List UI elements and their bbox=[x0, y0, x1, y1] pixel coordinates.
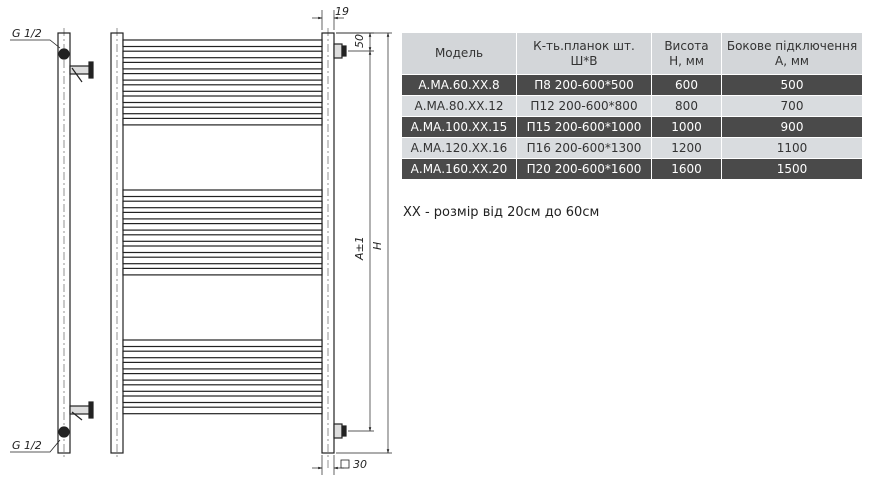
crossbar bbox=[122, 50, 323, 59]
header-height: Висота Н, мм bbox=[651, 32, 722, 75]
thread-label-top: G 1/2 bbox=[12, 27, 42, 40]
cell-side: 500 bbox=[721, 74, 863, 96]
front-view bbox=[110, 32, 347, 454]
crossbar bbox=[122, 361, 323, 370]
cell-model: А.МА.60.ХХ.8 bbox=[401, 74, 517, 96]
side-connection-top bbox=[333, 43, 343, 59]
cell-model: А.МА.80.ХХ.12 bbox=[401, 95, 517, 117]
size-note: ХХ - розмір від 20см до 60см bbox=[403, 205, 600, 220]
dim-height-label: H bbox=[371, 242, 384, 250]
table-row: А.МА.120.ХХ.16 П16 200-600*1300 1200 110… bbox=[401, 137, 863, 159]
cell-bars: П20 200-600*1600 bbox=[516, 158, 652, 180]
cell-model: А.МА.160.ХХ.20 bbox=[401, 158, 517, 180]
dim-axis-label: A±1 bbox=[353, 236, 366, 261]
crossbar bbox=[122, 384, 323, 392]
crossbar bbox=[122, 200, 323, 209]
table-row: А.МА.100.ХХ.15 П15 200-600*1000 1000 900 bbox=[401, 116, 863, 138]
crossbar bbox=[122, 106, 323, 115]
crossbar bbox=[122, 95, 323, 104]
top-connection-fitting bbox=[58, 48, 70, 60]
cell-height: 1200 bbox=[651, 137, 722, 159]
cell-height: 1000 bbox=[651, 116, 722, 138]
crossbar bbox=[122, 256, 323, 265]
crossbar bbox=[122, 211, 323, 220]
cell-side: 700 bbox=[721, 95, 863, 117]
cell-bars: П15 200-600*1000 bbox=[516, 116, 652, 138]
table-header-row: Модель К-ть.планок шт. Ш*В Висота Н, мм … bbox=[401, 32, 863, 75]
crossbar bbox=[122, 339, 323, 348]
crossbar bbox=[122, 189, 323, 198]
crossbar bbox=[122, 61, 323, 70]
crossbar bbox=[122, 117, 323, 126]
cell-bars: П16 200-600*1300 bbox=[516, 137, 652, 159]
cell-bars: П8 200-600*500 bbox=[516, 74, 652, 96]
cell-height: 1600 bbox=[651, 158, 722, 180]
cell-side: 1100 bbox=[721, 137, 863, 159]
dim-depth-label: 19 bbox=[335, 5, 349, 18]
header-side-connection: Бокове підключення А, мм bbox=[721, 32, 863, 75]
crossbar bbox=[122, 406, 323, 415]
crossbar bbox=[122, 267, 323, 276]
crossbar bbox=[122, 234, 323, 242]
dim-top-offset-label: 50 bbox=[353, 34, 366, 48]
crossbar bbox=[122, 245, 323, 254]
specification-table: Модель К-ть.планок шт. Ш*В Висота Н, мм … bbox=[401, 32, 863, 180]
cell-model: А.МА.120.ХХ.16 bbox=[401, 137, 517, 159]
crossbars bbox=[122, 39, 323, 415]
dim-square-label: 30 bbox=[353, 458, 367, 471]
side-connection-bottom bbox=[333, 423, 343, 439]
table-row: А.МА.160.ХХ.20 П20 200-600*1600 1600 150… bbox=[401, 158, 863, 180]
thread-label-bottom: G 1/2 bbox=[12, 439, 42, 452]
cell-side: 1500 bbox=[721, 158, 863, 180]
bottom-connection-fitting bbox=[58, 426, 70, 438]
towel-rail-drawing: G 1/2 G 1/2 19 50 A±1 bbox=[10, 5, 392, 475]
header-model: Модель bbox=[401, 32, 517, 75]
table-row: А.МА.60.ХХ.8 П8 200-600*500 600 500 bbox=[401, 74, 863, 96]
crossbar bbox=[122, 373, 323, 381]
crossbar bbox=[122, 223, 323, 231]
dimension-lines bbox=[312, 10, 392, 475]
table-row: А.МА.80.ХХ.12 П12 200-600*800 800 700 bbox=[401, 95, 863, 117]
crossbar bbox=[122, 395, 323, 404]
cell-height: 600 bbox=[651, 74, 722, 96]
crossbar bbox=[122, 72, 323, 81]
cell-side: 900 bbox=[721, 116, 863, 138]
crossbar bbox=[122, 84, 323, 92]
cell-model: А.МА.100.ХХ.15 bbox=[401, 116, 517, 138]
cell-bars: П12 200-600*800 bbox=[516, 95, 652, 117]
square-section-icon bbox=[340, 459, 350, 469]
crossbar bbox=[122, 39, 323, 48]
crossbar bbox=[122, 350, 323, 359]
cell-height: 800 bbox=[651, 95, 722, 117]
header-bar-count: К-ть.планок шт. Ш*В bbox=[516, 32, 652, 75]
side-view bbox=[10, 28, 94, 458]
